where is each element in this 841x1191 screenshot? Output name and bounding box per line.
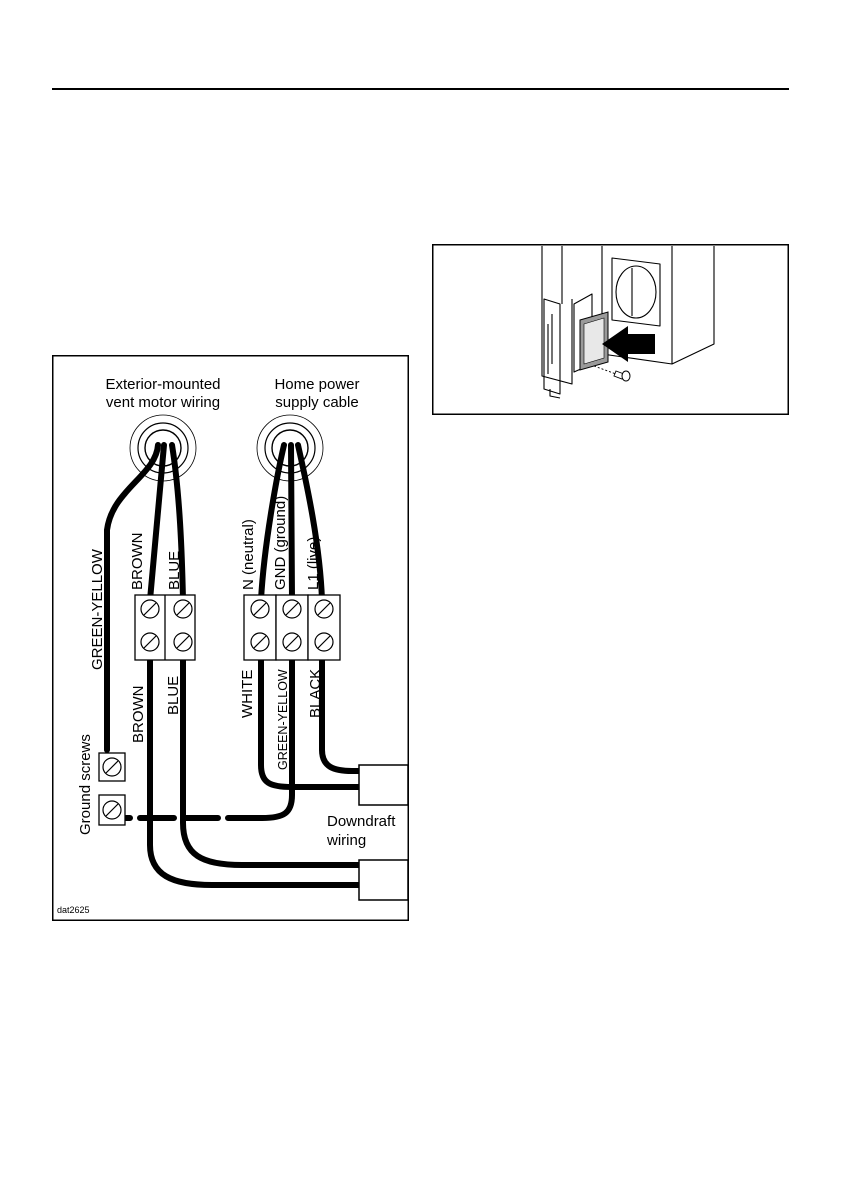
wire-label-green-yellow-top: GREEN-YELLOW xyxy=(89,548,106,670)
wire-label-brown-bottom: BROWN xyxy=(130,686,147,744)
wire-label-green-yellow-bottom: GREEN-YELLOW xyxy=(276,669,290,770)
downdraft-plug-lower xyxy=(359,860,408,900)
wire-label-white-bottom: WHITE xyxy=(239,670,256,718)
terminal-screw xyxy=(141,600,159,618)
terminal-screw xyxy=(174,600,192,618)
terminal-screw xyxy=(251,600,269,618)
home-power-label-line2: supply cable xyxy=(275,394,358,411)
wire-label-blue-bottom: BLUE xyxy=(165,676,182,715)
terminal-screw xyxy=(174,633,192,651)
terminal-screw xyxy=(315,633,333,651)
ground-screws-label: Ground screws xyxy=(77,734,94,835)
terminal-block-motor xyxy=(135,595,195,660)
cover-plate xyxy=(580,312,608,370)
wire-label-blue-top: BLUE xyxy=(166,551,183,590)
header-rule xyxy=(52,88,789,90)
downdraft-plug-upper xyxy=(359,765,408,805)
panel-cover-svg xyxy=(432,244,789,415)
wire-label-black-bottom: BLACK xyxy=(307,669,324,718)
ground-screw-lower xyxy=(99,795,125,825)
wire-label-brown-top: BROWN xyxy=(129,533,146,591)
illustration-frame xyxy=(433,245,789,415)
figure-code: dat2625 xyxy=(57,905,90,915)
terminal-block-power xyxy=(244,595,340,660)
terminal-screw xyxy=(251,633,269,651)
terminal-screw xyxy=(141,633,159,651)
downdraft-label-line1: Downdraft xyxy=(327,813,396,830)
terminal-screw xyxy=(315,600,333,618)
wiring-diagram-svg: Exterior-mounted vent motor wiring Home … xyxy=(52,355,409,921)
ground-screw-upper xyxy=(99,753,125,781)
downdraft-label-line2: wiring xyxy=(326,832,366,849)
terminal-screw xyxy=(283,600,301,618)
terminal-screw xyxy=(283,633,301,651)
wire-label-neutral-top: N (neutral) xyxy=(240,519,257,590)
exterior-motor-label-line1: Exterior-mounted xyxy=(105,376,220,393)
home-power-label-line1: Home power xyxy=(274,376,359,393)
wire-ground-upper xyxy=(291,445,292,600)
wiring-diagram: Exterior-mounted vent motor wiring Home … xyxy=(52,355,409,921)
exterior-motor-label-line2: vent motor wiring xyxy=(106,394,220,411)
wire-label-ground-top: GND (ground) xyxy=(272,496,289,590)
wire-label-live-top: L1 (live) xyxy=(305,537,322,590)
panel-cover-illustration xyxy=(432,244,789,415)
